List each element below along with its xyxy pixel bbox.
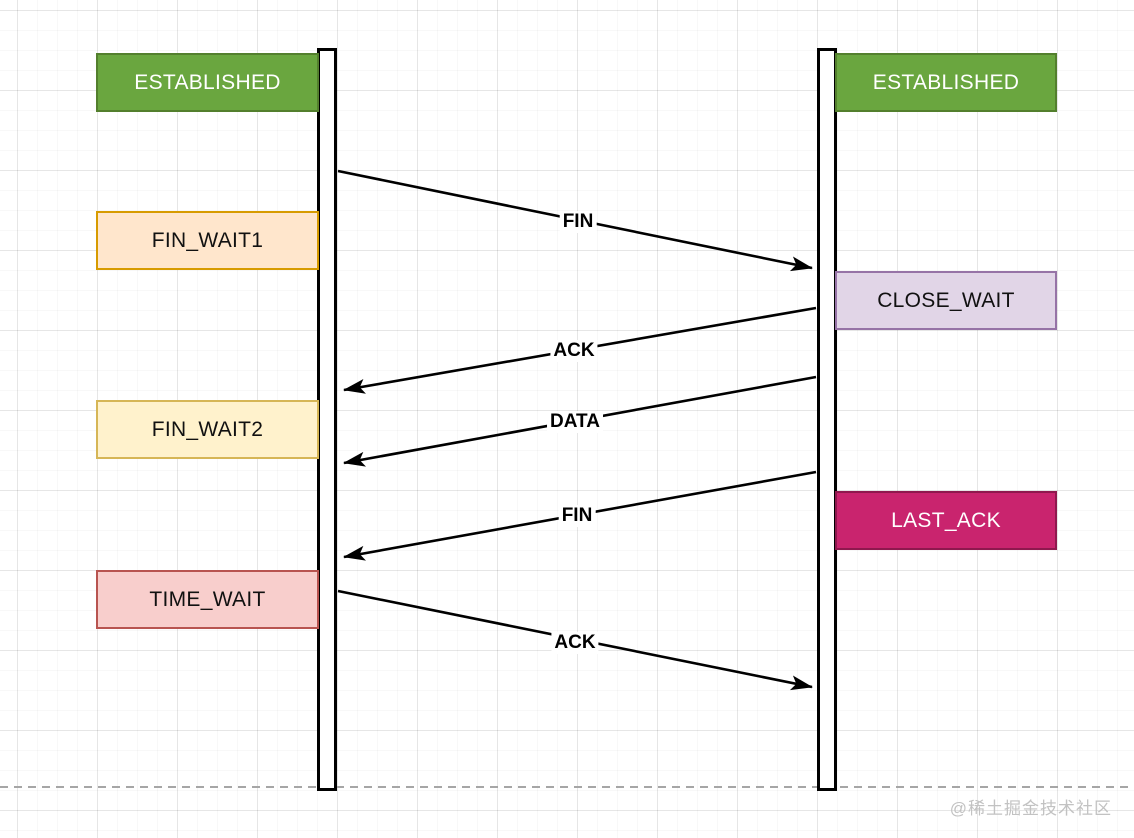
page-divider-dashed-line	[0, 786, 1134, 788]
message-label-data: DATA	[547, 411, 603, 433]
message-label-ack-1: ACK	[550, 340, 598, 362]
state-box-established-left: ESTABLISHED	[96, 53, 319, 112]
message-label-ack-2: ACK	[551, 632, 599, 654]
lifeline-left	[317, 48, 337, 791]
state-box-time-wait: TIME_WAIT	[96, 570, 319, 629]
state-box-fin-wait1: FIN_WAIT1	[96, 211, 319, 270]
message-label-fin-2: FIN	[558, 505, 596, 527]
state-box-established-right: ESTABLISHED	[835, 53, 1057, 112]
state-box-close-wait: CLOSE_WAIT	[835, 271, 1057, 330]
lifeline-right	[817, 48, 837, 791]
state-box-last-ack: LAST_ACK	[835, 491, 1057, 550]
watermark: @稀土掘金技术社区	[949, 799, 1112, 818]
state-box-fin-wait2: FIN_WAIT2	[96, 400, 319, 459]
message-label-fin-1: FIN	[559, 211, 597, 233]
